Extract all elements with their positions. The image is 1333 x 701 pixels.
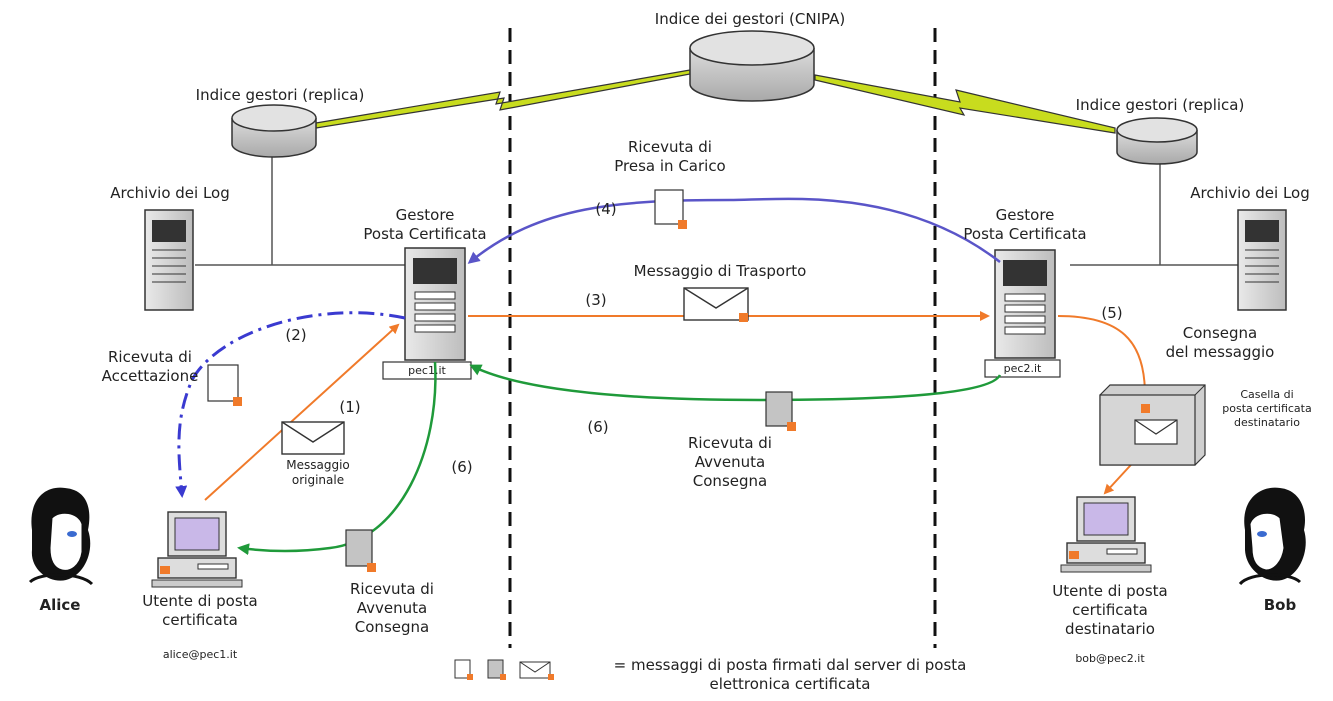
envelope-icon <box>683 287 749 322</box>
gestore-right-label: Gestore Posta Certificata <box>930 206 1120 244</box>
casella-line3: destinatario <box>1234 416 1300 429</box>
utente-right-label: Utente di posta certificata destinatario <box>1030 582 1190 639</box>
gestore-left-line2: Posta Certificata <box>363 225 487 243</box>
server-icon <box>1237 209 1287 311</box>
document-icon <box>345 529 376 572</box>
utente-left-label: Utente di posta certificata <box>120 592 280 630</box>
arrow-step-4 <box>467 197 1001 264</box>
server-icon <box>984 249 1061 378</box>
envelope-icon <box>281 421 345 455</box>
utente-right-line2: certificata <box>1072 601 1148 619</box>
mailbox-icon <box>1099 384 1206 466</box>
originale-label: Messaggio originale <box>268 458 368 488</box>
server-icon <box>382 247 472 380</box>
database-icon <box>1116 117 1198 165</box>
originale-line1: Messaggio <box>286 458 350 472</box>
presa-line2: Presa in Carico <box>614 157 726 175</box>
utente-right-line3: destinatario <box>1065 620 1155 638</box>
consegna-line1: Consegna <box>1182 324 1258 342</box>
person-icon <box>1238 487 1306 586</box>
arrow-step-2 <box>175 311 406 498</box>
replica-left-label: Indice gestori (replica) <box>195 86 365 104</box>
step-4-label: (4) <box>595 200 617 218</box>
legend-envelope-icon <box>519 661 554 680</box>
server-icon <box>144 209 194 311</box>
email-right: bob@pec2.it <box>1075 652 1145 665</box>
email-left: alice@pec1.it <box>162 648 238 661</box>
step-6-left-label: (6) <box>451 458 473 476</box>
database-icon <box>231 104 317 158</box>
avvenuta-left-label: Ricevuta di Avvenuta Consegna <box>322 580 462 637</box>
arrow-step-1 <box>204 323 400 501</box>
arrow-step-6-left <box>237 361 437 556</box>
step-3-label: (3) <box>585 291 607 309</box>
presa-line1: Ricevuta di <box>628 138 712 156</box>
casella-label: Casella di posta certificata destinatari… <box>1202 388 1332 430</box>
utente-left-line1: Utente di posta <box>142 592 258 610</box>
alice-label: Alice <box>39 596 81 614</box>
step-2-label: (2) <box>285 326 307 344</box>
consegna-line2: del messaggio <box>1165 343 1275 361</box>
casella-line1: Casella di <box>1240 388 1294 401</box>
gestore-right-line1: Gestore <box>995 206 1055 224</box>
trasporto-label: Messaggio di Trasporto <box>633 262 807 280</box>
utente-right-line1: Utente di posta <box>1052 582 1168 600</box>
step-1-label: (1) <box>339 398 361 416</box>
cnipa-label: Indice dei gestori (CNIPA) <box>654 10 846 28</box>
presa-carico-label: Ricevuta di Presa in Carico <box>570 138 770 176</box>
avvenuta-mid-line3: Consegna <box>692 472 768 490</box>
lightning-icon <box>814 74 1116 134</box>
avvenuta-mid-line1: Ricevuta di <box>688 434 772 452</box>
document-icon <box>654 189 687 229</box>
computer-icon <box>1060 496 1152 573</box>
archivio-left-label: Archivio dei Log <box>110 184 230 202</box>
step-6-mid-label: (6) <box>587 418 609 436</box>
server-right-name: pec2.it <box>1003 362 1042 375</box>
avvenuta-left-line3: Consegna <box>354 618 430 636</box>
accettazione-line1: Ricevuta di <box>108 348 192 366</box>
database-icon <box>689 30 815 102</box>
legend-line2: elettronica certificata <box>709 675 871 693</box>
gestore-right-line2: Posta Certificata <box>963 225 1087 243</box>
avvenuta-left-line2: Avvenuta <box>356 599 428 617</box>
legend-text: = messaggi di posta firmati dal server d… <box>560 656 1020 694</box>
avvenuta-left-line1: Ricevuta di <box>350 580 434 598</box>
avvenuta-mid-line2: Avvenuta <box>694 453 766 471</box>
casella-line2: posta certificata <box>1222 402 1312 415</box>
person-icon <box>28 487 94 586</box>
replica-right-label: Indice gestori (replica) <box>1075 96 1245 114</box>
computer-icon <box>151 511 243 588</box>
step-5-label: (5) <box>1101 304 1123 322</box>
consegna-label: Consegna del messaggio <box>1145 324 1295 362</box>
document-icon <box>207 364 242 406</box>
gestore-left-line1: Gestore <box>395 206 455 224</box>
accettazione-line2: Accettazione <box>101 367 199 385</box>
avvenuta-mid-label: Ricevuta di Avvenuta Consegna <box>660 434 800 491</box>
legend-document-gray-icon <box>487 659 506 680</box>
utente-left-line2: certificata <box>162 611 238 629</box>
archivio-right-label: Archivio dei Log <box>1190 184 1310 202</box>
document-icon <box>765 391 796 431</box>
bob-label: Bob <box>1263 596 1297 614</box>
gestore-left-label: Gestore Posta Certificata <box>330 206 520 244</box>
originale-line2: originale <box>291 473 345 487</box>
arrow-step-6 <box>469 364 1002 402</box>
accettazione-label: Ricevuta di Accettazione <box>70 348 230 386</box>
server-left-name: pec1.it <box>408 364 446 377</box>
legend-document-icon <box>454 659 473 680</box>
legend-line1: = messaggi di posta firmati dal server d… <box>613 656 967 674</box>
arrow-step-5 <box>1057 315 1150 397</box>
